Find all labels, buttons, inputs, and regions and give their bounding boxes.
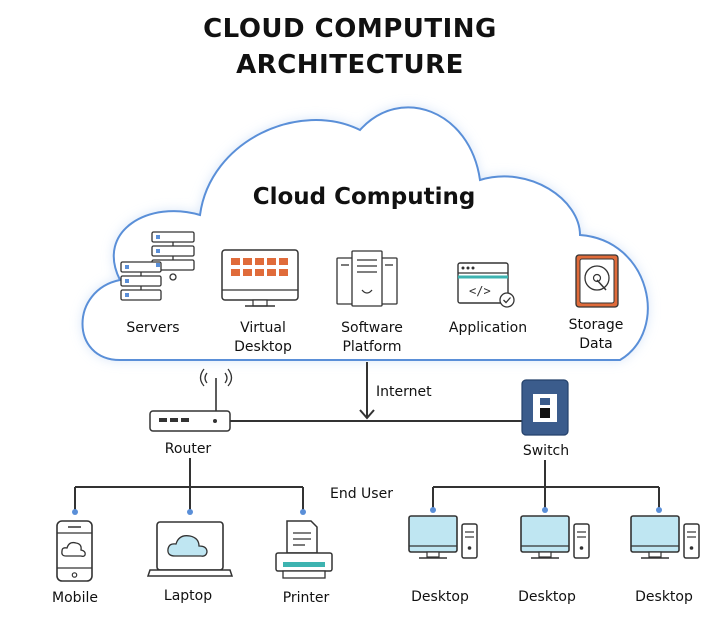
laptop-label: Laptop	[163, 588, 213, 604]
desktop-label: Desktop	[635, 589, 693, 605]
desktop-1-connector-dot	[430, 507, 436, 513]
desktop-label: Desktop	[518, 589, 576, 605]
router-tree	[74, 458, 304, 510]
software-platform-label-1: Software	[341, 320, 403, 336]
desktop-2-connector-dot	[542, 507, 548, 513]
switch-label: Switch	[522, 443, 570, 459]
router-icon	[149, 368, 233, 432]
title-line-1: CLOUD COMPUTING	[203, 14, 497, 44]
end-user-label: End User	[330, 486, 393, 502]
desktop-computer-icon	[520, 515, 590, 559]
svg-text:</>: </>	[469, 284, 491, 298]
virtual-desktop-label-1: Virtual	[240, 320, 286, 336]
servers-icon	[120, 231, 195, 301]
internet-label: Internet	[376, 384, 432, 400]
monitor-icon	[221, 249, 299, 307]
hard-drive-icon	[575, 254, 619, 308]
application-window-icon: </>	[457, 262, 515, 308]
laptop-icon	[146, 521, 234, 577]
virtual-desktop-label-2: Desktop	[234, 339, 292, 355]
desktop-computer-icon	[408, 515, 478, 559]
switch-icon	[521, 379, 569, 436]
storage-label-2: Data	[579, 336, 613, 352]
printer-icon	[275, 520, 333, 579]
internet-arrow	[359, 362, 375, 420]
desktop-computer-icon	[630, 515, 700, 559]
desktop-3-connector-dot	[656, 507, 662, 513]
router-label: Router	[164, 441, 212, 457]
mobile-label: Mobile	[52, 590, 98, 606]
application-label: Application	[448, 320, 528, 336]
mobile-connector-dot	[72, 509, 78, 515]
title-line-2: ARCHITECTURE	[236, 50, 464, 80]
switch-tree	[432, 460, 660, 508]
storage-label-1: Storage	[568, 317, 624, 333]
software-platform-icon	[336, 250, 398, 307]
laptop-connector-dot	[187, 509, 193, 515]
servers-label: Servers	[126, 320, 180, 336]
desktop-label: Desktop	[411, 589, 469, 605]
software-platform-label-2: Platform	[342, 339, 402, 355]
mobile-icon	[56, 520, 93, 582]
printer-connector-dot	[300, 509, 306, 515]
cloud-heading: Cloud Computing	[252, 184, 476, 210]
printer-label: Printer	[282, 590, 330, 606]
